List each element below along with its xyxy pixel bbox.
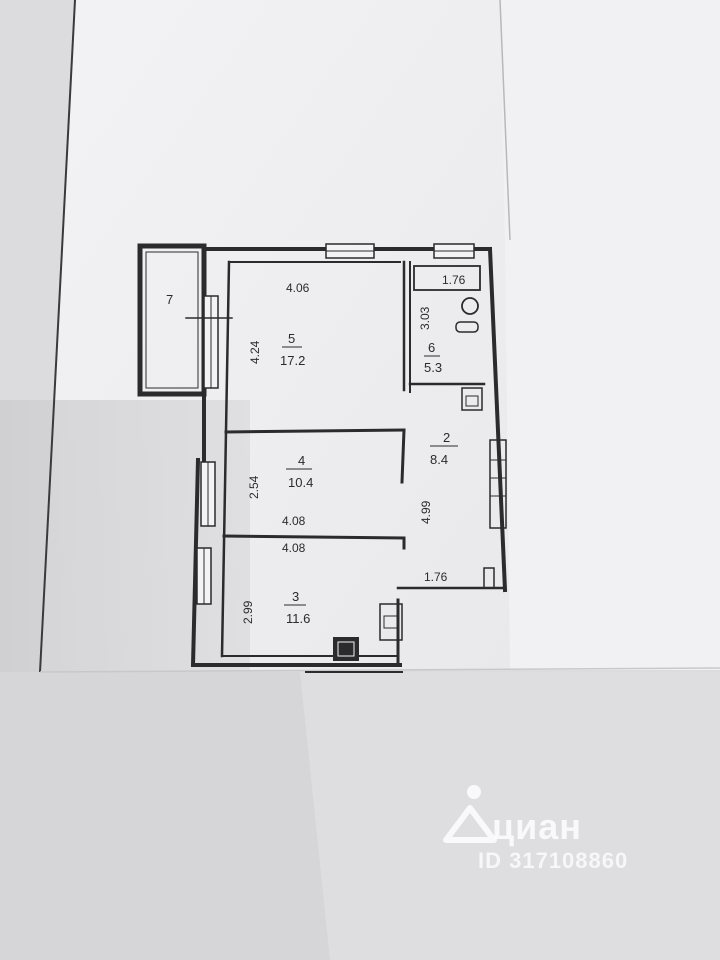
room-5-number: 5 [288,331,295,346]
room-2-number: 2 [443,430,450,445]
dim-d9: 1.76 [424,570,448,584]
room-3-area: 11.6 [286,611,310,626]
paper-right-edge [499,0,511,241]
kitchen-niche-inner [383,615,399,629]
dim-d8: 4.08 [282,541,306,555]
room-labels: 7 5 17.2 6 5.3 2 8.4 4 10.4 3 11.6 [166,292,458,626]
wall-left-lower [190,457,201,668]
wall-room5-bottom [224,428,406,434]
entry-door-jamb [483,567,495,589]
room-4-number: 4 [298,453,305,468]
watermark-listing-id: ID 317108860 [478,848,629,873]
lower-surface-light [300,672,720,960]
plan-drawing [137,243,508,673]
dim-d7: 4.99 [419,500,433,524]
watermark-brand: циан [492,806,583,847]
wall-right-upper [487,246,508,593]
room-3-number: 3 [292,589,299,604]
room-5-area: 17.2 [280,353,305,368]
stove [333,637,359,661]
wardrobe [489,439,507,529]
paper-bottom-edge [39,667,720,673]
stove-top [337,641,355,657]
bathtub [413,265,481,291]
dim-d5: 2.54 [247,475,261,499]
balcony-inner [145,251,199,389]
dim-d3: 3.03 [418,306,432,330]
shaft-1 [461,387,483,411]
paper-top-right [500,0,720,670]
wall-room4-bottom [222,534,406,540]
sink [461,297,479,315]
room-2-area: 8.4 [430,452,448,467]
dim-d4: 1.76 [442,273,466,287]
dim-d2: 4.24 [248,340,262,364]
shaft-1-inner [465,395,479,407]
toilet-base [455,321,479,333]
paper-shadow [0,400,250,672]
cian-logo-icon [443,785,497,843]
room-4-area: 10.4 [288,475,313,490]
room-6-number: 6 [428,340,435,355]
room-7-number: 7 [166,292,173,307]
kitchen-niche [379,603,403,641]
room-6-area: 5.3 [424,360,442,375]
wall-left-inner [220,260,231,658]
dim-d10: 2.99 [241,600,255,624]
dim-d6: 4.08 [282,514,306,528]
wall-room4-right [400,428,406,484]
paper-left-edge [39,0,76,673]
dim-d1: 4.06 [286,281,310,295]
dimension-labels: 4.06 4.24 3.03 1.76 2.54 4.08 4.99 4.08 … [241,273,466,624]
